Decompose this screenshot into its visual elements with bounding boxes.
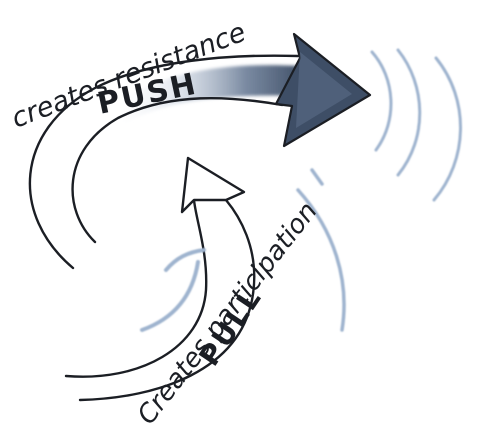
push-arrow-outer-line <box>28 54 300 270</box>
push-arrow-motion-fill <box>110 65 304 124</box>
pull-arrow-outer-line <box>78 198 256 402</box>
ripple-1 <box>370 50 393 152</box>
pull-motion-stroke-2 <box>164 248 206 272</box>
pull-arrow-inner-line <box>64 198 208 378</box>
pull-motion-stroke-1 <box>140 260 200 332</box>
pull-motion-stroke-4 <box>310 168 324 186</box>
pull-motion-stroke-3 <box>296 188 346 332</box>
pull-arrow <box>64 156 256 402</box>
ripple-2 <box>396 48 422 177</box>
push-arrowhead-highlight <box>296 52 352 128</box>
motion-ripples <box>370 48 462 202</box>
ripple-3 <box>432 56 462 202</box>
pull-arrowhead <box>180 156 246 214</box>
pull-caption: Creates participation <box>132 197 324 431</box>
push-arrow <box>28 32 372 270</box>
pull-motion-strokes <box>140 168 346 332</box>
push-arrow-inner-line <box>71 96 284 244</box>
